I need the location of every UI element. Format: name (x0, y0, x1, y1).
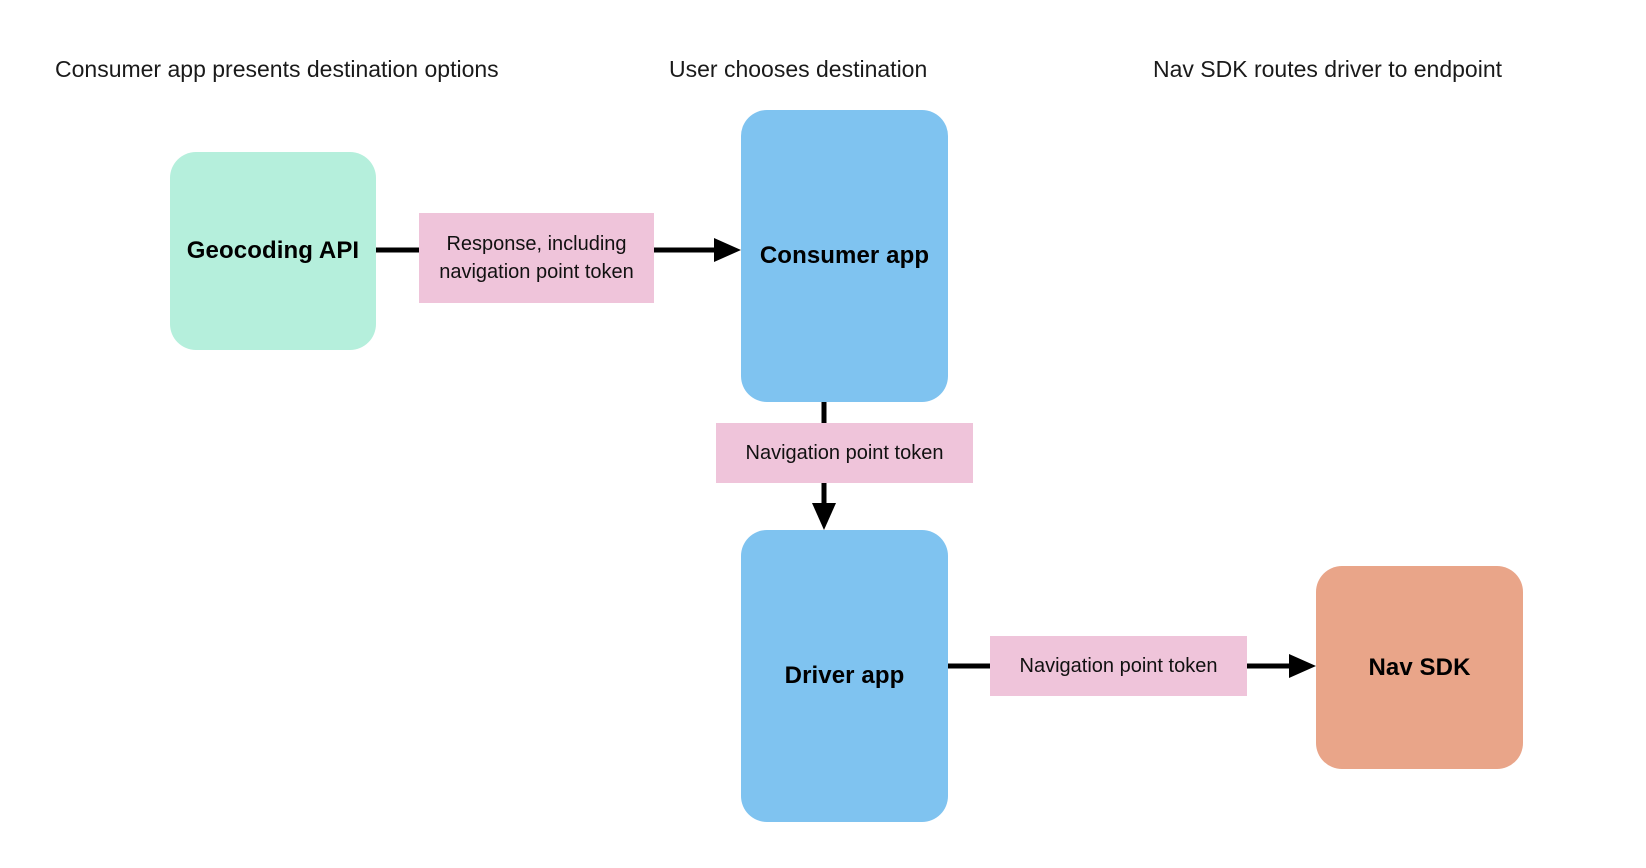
node-geocoding-api-label: Geocoding API (186, 237, 360, 264)
column-heading-nav-sdk-routes-driver: Nav SDK routes driver to endpoint (1153, 56, 1503, 82)
node-nav-sdk-label: Nav SDK (1368, 653, 1471, 681)
node-driver-app[interactable]: Driver app (741, 530, 948, 822)
arrow-head-to-nav-sdk (1289, 654, 1316, 678)
node-driver-app-label: Driver app (784, 662, 905, 689)
node-consumer-app[interactable]: Consumer app (741, 110, 948, 402)
edge-label-navtoken-horizontal-text: Navigation point token (1019, 655, 1218, 677)
edge-label-navigation-point-token-consumer-to-driver: Navigation point token (716, 423, 973, 483)
arrow-head-to-driver-app (812, 503, 836, 530)
edge-label-response-including-navigation-point-token: Response, including navigation point tok… (419, 213, 654, 303)
column-heading-user-chooses-destination: User chooses destination (669, 56, 928, 82)
edge-label-navigation-point-token-driver-to-navsdk: Navigation point token (990, 636, 1247, 696)
arrow-head-to-consumer-app (714, 238, 741, 262)
edge-label-response-text: Response, including navigation point tok… (439, 233, 634, 283)
node-nav-sdk[interactable]: Nav SDK (1316, 566, 1523, 769)
node-consumer-app-label: Consumer app (759, 242, 930, 269)
node-geocoding-api[interactable]: Geocoding API (170, 152, 376, 350)
column-heading-consumer-app-presents: Consumer app presents destination option… (55, 56, 499, 82)
edge-label-navtoken-vertical-text: Navigation point token (745, 442, 944, 464)
